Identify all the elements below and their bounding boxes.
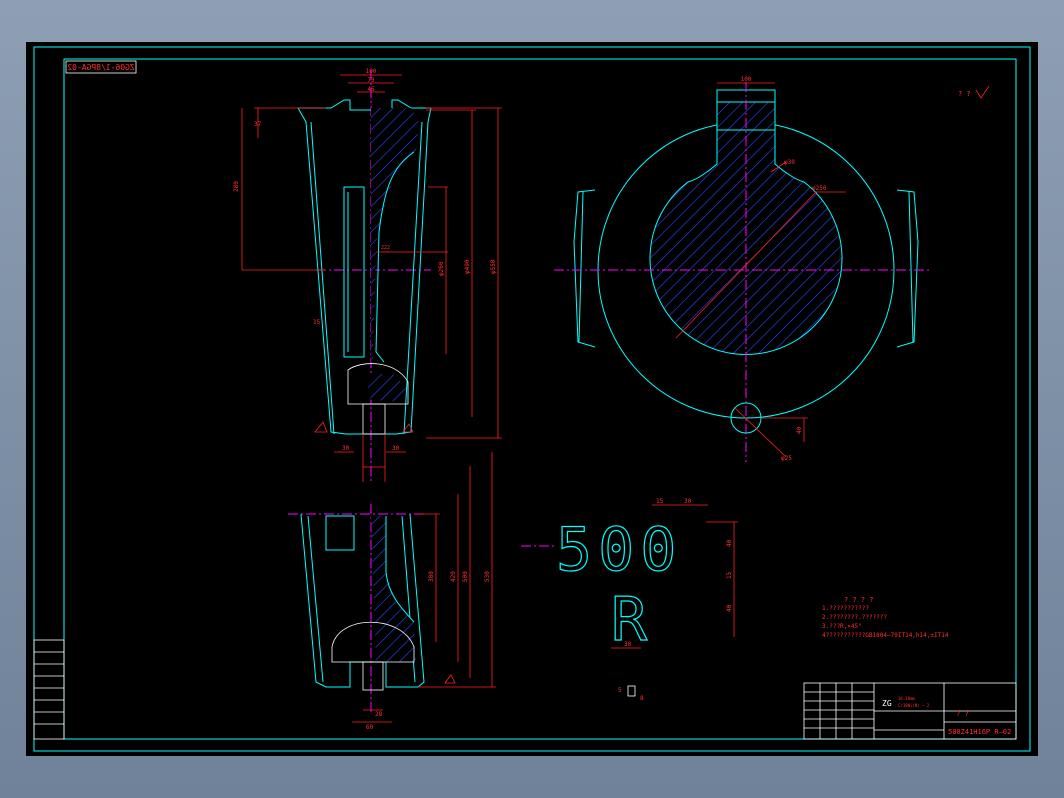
wedge-section-hatch	[371, 108, 419, 362]
drawing-sheet: ZG06-1/8PGA-02 100 73 45 37 280 222	[26, 42, 1038, 756]
dim-small-5: 5	[618, 687, 622, 694]
roughness-mark-left	[314, 421, 328, 433]
outer-frame	[33, 46, 1031, 752]
dim-dia-490: φ490	[464, 259, 471, 274]
marking-500: 500	[556, 515, 682, 585]
marking-r: R	[611, 585, 648, 655]
section-roughness-mark	[444, 674, 456, 684]
cad-drawing: ZG06-1/8PGA-02 100 73 45 37 280 222	[33, 46, 1031, 752]
dim-222: 222	[381, 245, 390, 251]
dim-30-right: 30	[392, 445, 400, 452]
dim-mark-40b: 40	[726, 604, 733, 612]
wedge-side-view: 100 φ30 φ250 φ25 40	[554, 76, 931, 462]
dim-mark-30b: 30	[624, 641, 632, 648]
section-t-slot-neck	[362, 661, 384, 691]
dim-mark-30: 30	[684, 498, 692, 505]
dim-key-width: 100	[741, 76, 752, 83]
dim-mark-40a: 40	[726, 539, 733, 547]
t-slot-neck	[362, 403, 386, 435]
dim-40: 40	[796, 426, 803, 434]
dim-width-73: 73	[367, 77, 375, 84]
right-seat-face	[896, 189, 919, 348]
wedge-front-view: 100 73 45 37 280 222 φ260 φ490 φ550 30 3…	[233, 68, 502, 482]
wedge-slot	[343, 186, 365, 358]
section-upper-slot	[325, 515, 355, 551]
drawing-number-box	[65, 60, 137, 74]
revision-strip	[33, 639, 65, 740]
title-code: 500Z41H16P R—02	[948, 728, 1011, 736]
roughness-note: ? ?	[958, 90, 971, 98]
dim-dia-250: φ250	[812, 185, 827, 192]
right-seat-inner	[908, 191, 914, 343]
wedge-inner-right	[403, 121, 423, 435]
dim-top-width: 100	[366, 68, 377, 75]
small-detail-box	[627, 685, 636, 697]
dim-dia-550: φ550	[490, 259, 497, 274]
dim-width-45: 45	[367, 86, 375, 93]
technical-notes: ? ? ? ? 1.??????????? 2.????????.???????…	[822, 596, 949, 639]
dim-sec-380: 380	[428, 571, 435, 582]
wedge-inner-left	[310, 121, 335, 435]
section-inner-left	[307, 515, 324, 683]
dim-mark-15: 15	[656, 498, 664, 505]
side-view-hub-outline	[649, 101, 843, 355]
dim-dia-30: φ30	[784, 159, 795, 166]
notes-line-4: 4???????????GB1804—79IT14,h14,±IT14	[822, 632, 949, 639]
dim-15: 15	[313, 319, 321, 326]
left-seat-face	[573, 189, 596, 348]
title-name: ? ?	[956, 710, 969, 718]
roughness-mark-right	[402, 423, 414, 433]
drawing-number-mirrored: ZG06-1/8PGA-02	[67, 63, 135, 72]
wedge-section-view: 380 420 500 530 60 28	[288, 452, 496, 731]
marking-group: 500 R 15 30 40 15 40 30	[521, 498, 738, 656]
section-hatch	[371, 516, 416, 662]
dim-sec-420: 420	[450, 571, 457, 582]
dim-bottom-60: 60	[366, 724, 374, 731]
dim-sec-530: 530	[484, 571, 491, 582]
notes-line-1: 1.???????????	[822, 605, 869, 612]
title-material: ZG	[882, 699, 892, 708]
section-inner-curve	[385, 516, 415, 623]
t-slot	[347, 363, 409, 405]
left-seat-inner	[578, 191, 584, 343]
dim-bottom-28: 28	[375, 711, 383, 718]
dim-height-37: 37	[254, 121, 262, 128]
title-material-sub2: Cr18Ni(N) — 2	[898, 703, 930, 708]
inner-frame	[63, 58, 1017, 740]
dim-dia-260: φ260	[438, 261, 445, 276]
roughness-check-icon	[975, 85, 990, 99]
dim-small-8: 8	[640, 695, 644, 702]
title-block: ZG 16.18mm Cr18Ni(N) — 2 ? ? 500Z41H16P …	[803, 682, 1017, 740]
dim-mark-15b: 15	[726, 571, 733, 579]
notes-line-2: 2.????????.???????	[822, 614, 887, 621]
wedge-inner-curve	[375, 151, 415, 363]
dim-height-280: 280	[233, 181, 240, 192]
dim-30-left: 30	[342, 445, 350, 452]
dim-sec-500: 500	[462, 571, 469, 582]
notes-title: ? ? ? ?	[844, 596, 874, 604]
small-detail: 5 8	[618, 685, 644, 702]
section-t-slot	[331, 621, 415, 663]
t-slot-hatch	[366, 372, 406, 402]
notes-line-3: 3.???R,×45°	[822, 623, 862, 630]
dim-hole-25: φ25	[781, 455, 792, 462]
title-material-sub1: 16.18mm	[898, 696, 915, 701]
